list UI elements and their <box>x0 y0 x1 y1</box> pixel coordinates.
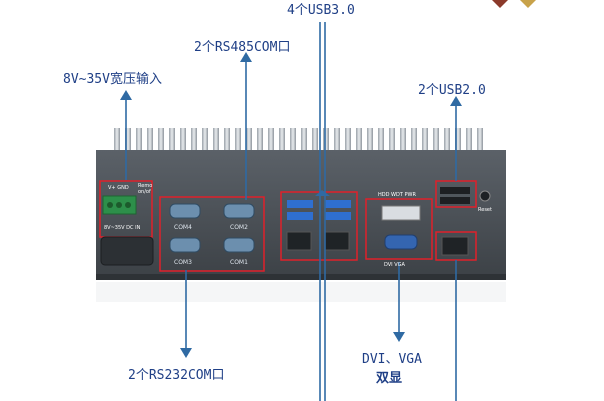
reset-label: Reset <box>478 207 492 213</box>
power-callout: 8V~35V宽压输入 <box>63 72 162 87</box>
heatsink-fin <box>422 128 428 152</box>
dc-in-label: 8V~35V DC IN <box>104 225 141 231</box>
heatsink-fin <box>389 128 395 152</box>
remote-label: Remo on/of <box>138 183 153 195</box>
reflection <box>96 282 506 302</box>
heatsink-fin <box>180 128 186 152</box>
heatsink-fin <box>257 128 263 152</box>
heatsink-fin <box>114 128 120 152</box>
heatsink-fin <box>191 128 197 152</box>
com4-label: COM4 <box>174 224 192 231</box>
heatsink-fin <box>455 128 461 152</box>
heatsink-fin <box>411 128 417 152</box>
usb3-lan-block <box>280 191 358 261</box>
heatsink-fin <box>279 128 285 152</box>
com2-label: COM2 <box>230 224 248 231</box>
com3-label: COM3 <box>174 259 192 266</box>
usb3-callout: 4个USB3.0 <box>287 3 355 18</box>
heatsink-fin <box>290 128 296 152</box>
usb2-callout: 2个USB2.0 <box>418 83 486 98</box>
heatsink-fin <box>125 128 131 152</box>
heatsink-fin <box>147 128 153 152</box>
display-callout-line2: 双显 <box>376 371 403 386</box>
power-terminal <box>99 180 154 266</box>
heatsink-fin <box>169 128 175 152</box>
chassis-base <box>96 274 506 280</box>
heatsink-fin <box>235 128 241 152</box>
rs232-callout: 2个RS232COM口 <box>128 368 225 383</box>
heatsink-fin <box>345 128 351 152</box>
heatsink-fin <box>213 128 219 152</box>
heatsink-fin <box>367 128 373 152</box>
heatsink-fin <box>158 128 164 152</box>
heatsink-fin <box>334 128 340 152</box>
heatsink-fin <box>246 128 252 152</box>
dvi-vga-label: DVI VGA <box>384 262 405 268</box>
com1-label: COM1 <box>230 259 248 266</box>
heatsink-fin <box>444 128 450 152</box>
heatsink-fin <box>202 128 208 152</box>
heatsink-fin <box>466 128 472 152</box>
heatsink-fin <box>400 128 406 152</box>
heatsink-fin <box>477 128 483 152</box>
heatsink-fin <box>268 128 274 152</box>
callout-arrows <box>120 22 462 401</box>
heatsink-fin <box>312 128 318 152</box>
power-terminal-label: V+ GND <box>108 185 129 191</box>
heatsink-fin <box>378 128 384 152</box>
dvi-vga-block <box>365 198 433 260</box>
decor-shape <box>520 0 536 8</box>
heatsink-fin <box>301 128 307 152</box>
heatsink-fin <box>323 128 329 152</box>
usb2-lan-block <box>435 180 491 261</box>
com-ports <box>159 196 265 272</box>
heatsink-fin <box>136 128 142 152</box>
heatsink-fin <box>356 128 362 152</box>
display-callout-line1: DVI、VGA <box>362 352 422 367</box>
decor-shape <box>492 0 508 8</box>
heatsink-fin <box>433 128 439 152</box>
heatsink-fin <box>224 128 230 152</box>
rs485-callout: 2个RS485COM口 <box>194 40 291 55</box>
hdd-wdt-pwr-label: HDD WDT PWR <box>378 192 416 198</box>
